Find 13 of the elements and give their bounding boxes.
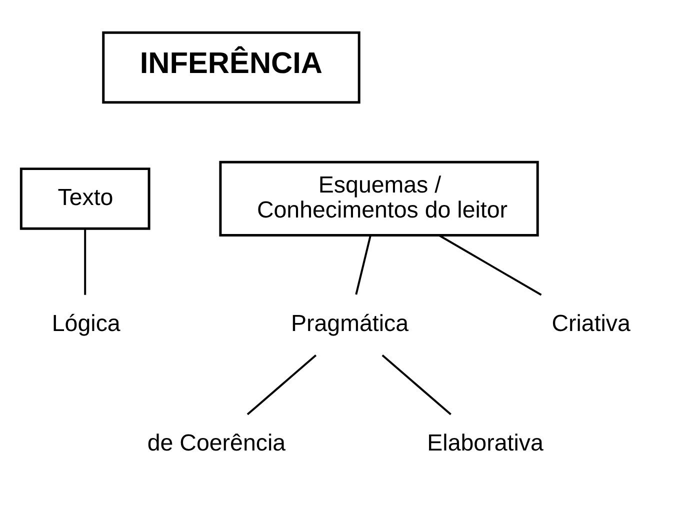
node-box: Texto [20,167,150,230]
node-box: Esquemas / Conhecimentos do leitor [219,160,539,236]
node-text: Lógica [52,310,120,336]
connector [438,234,542,296]
connector [84,228,86,294]
node-text: de Coerência [147,429,286,456]
connector [246,354,317,415]
node-text: Pragmática [291,310,409,336]
node-text: Criativa [552,310,630,336]
node-box: INFERÊNCIA [102,30,360,104]
connector [355,234,372,294]
connector [382,354,452,415]
node-text: Elaborativa [427,429,544,456]
